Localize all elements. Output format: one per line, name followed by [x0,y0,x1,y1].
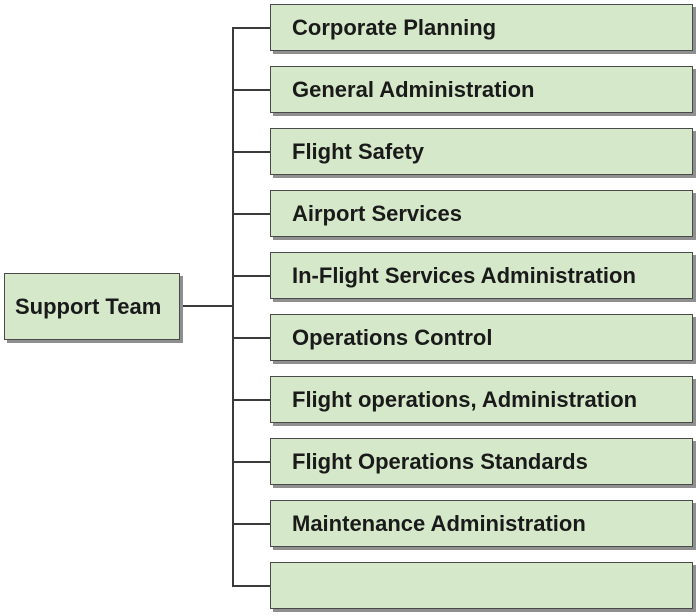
branch-connector [232,399,270,401]
child-node-operations-control: Operations Control [270,314,693,361]
child-node-in-flight-services-administration: In-Flight Services Administration [270,252,693,299]
child-node-label: Flight Operations Standards [292,448,588,474]
branch-connector [232,151,270,153]
root-connector [180,305,234,307]
child-node-label: Airport Services [292,200,462,226]
child-node-flight-safety: Flight Safety [270,128,693,175]
child-node-label: Corporate Planning [292,14,497,40]
child-node-label: Flight operations, Administration [292,386,638,412]
branch-connector [232,523,270,525]
child-node-flight-operations-standards: Flight Operations Standards [270,438,693,485]
child-node-maintenance-administration: Maintenance Administration [270,500,693,547]
child-node-general-administration: General Administration [270,66,693,113]
root-node-support-team: Support Team [4,273,180,340]
child-node-corporate-planning: Corporate Planning [270,4,693,51]
child-node-label: Flight Safety [292,138,425,164]
child-node-flight-operations-administration: Flight operations, Administration [270,376,693,423]
child-node-empty [270,562,693,609]
branch-connector [232,275,270,277]
branch-connector [232,585,270,587]
child-node-airport-services: Airport Services [270,190,693,237]
child-node-label: In-Flight Services Administration [292,262,636,288]
child-node-label: Maintenance Administration [292,510,586,536]
branch-connector [232,461,270,463]
child-node-label: Operations Control [292,324,493,350]
branch-connector [232,337,270,339]
root-node-label: Support Team [15,293,162,319]
branch-connector [232,213,270,215]
branch-connector [232,89,270,91]
branch-connector [232,27,270,29]
child-node-label: General Administration [292,76,535,102]
vertical-spine-connector [232,27,234,586]
